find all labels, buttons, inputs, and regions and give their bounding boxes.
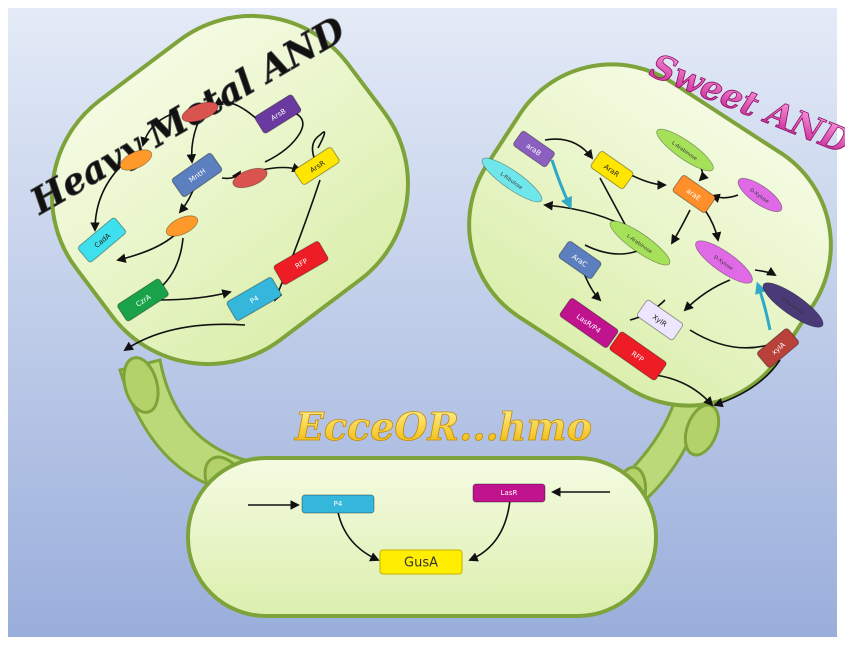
p4-node-bottom: P4 bbox=[302, 495, 374, 513]
ecceor-cell bbox=[188, 458, 656, 616]
svg-text:P4: P4 bbox=[334, 500, 343, 508]
svg-text:GusA: GusA bbox=[404, 556, 438, 571]
ecceor-title: EcceOR...hmo bbox=[294, 404, 592, 449]
gusa-node: GusA bbox=[380, 550, 462, 574]
lasr-node-bottom: LasR bbox=[473, 484, 545, 502]
svg-text:LasR: LasR bbox=[501, 489, 518, 497]
